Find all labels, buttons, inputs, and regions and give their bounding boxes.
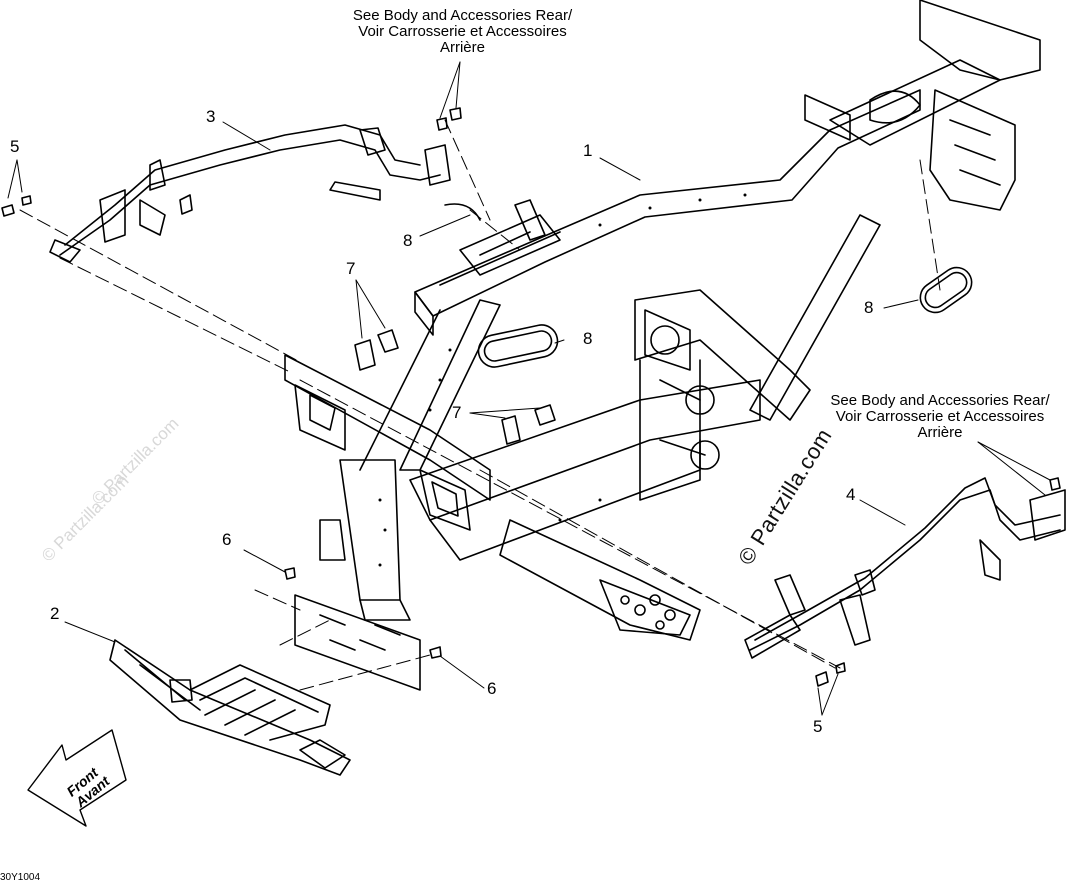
callout-5: 5 — [813, 717, 823, 736]
part-8-seals — [444, 203, 973, 368]
callout-7: 7 — [452, 403, 462, 422]
part-4-right-arm — [744, 477, 1066, 659]
diagram-code: 30Y1004 — [0, 872, 41, 883]
front-arrow — [27, 729, 127, 827]
callout-7: 7 — [346, 259, 356, 278]
leader-lines — [7, 61, 1051, 716]
callout-3: 3 — [206, 107, 216, 126]
part-2-front-bumper — [109, 639, 351, 776]
callout-6: 6 — [487, 679, 497, 698]
callout-5: 5 — [10, 137, 20, 156]
bolts — [1, 107, 1061, 687]
callout-8: 8 — [864, 298, 874, 317]
callout-2: 2 — [50, 604, 60, 623]
right-reference-note: See Body and Accessories Rear/ Voir Carr… — [830, 392, 1050, 441]
assembly-guide-lines — [19, 119, 941, 691]
part-7-clips — [354, 329, 556, 445]
front-plate — [294, 594, 421, 691]
callout-1: 1 — [583, 141, 593, 160]
callout-8: 8 — [583, 329, 593, 348]
callout-8: 8 — [403, 231, 413, 250]
callout-6: 6 — [222, 530, 232, 549]
callout-4: 4 — [846, 485, 856, 504]
part-1-main-frame — [284, 0, 1041, 641]
top-reference-note: See Body and Accessories Rear/ Voir Carr… — [352, 7, 573, 56]
part-3-left-arm — [49, 124, 451, 263]
